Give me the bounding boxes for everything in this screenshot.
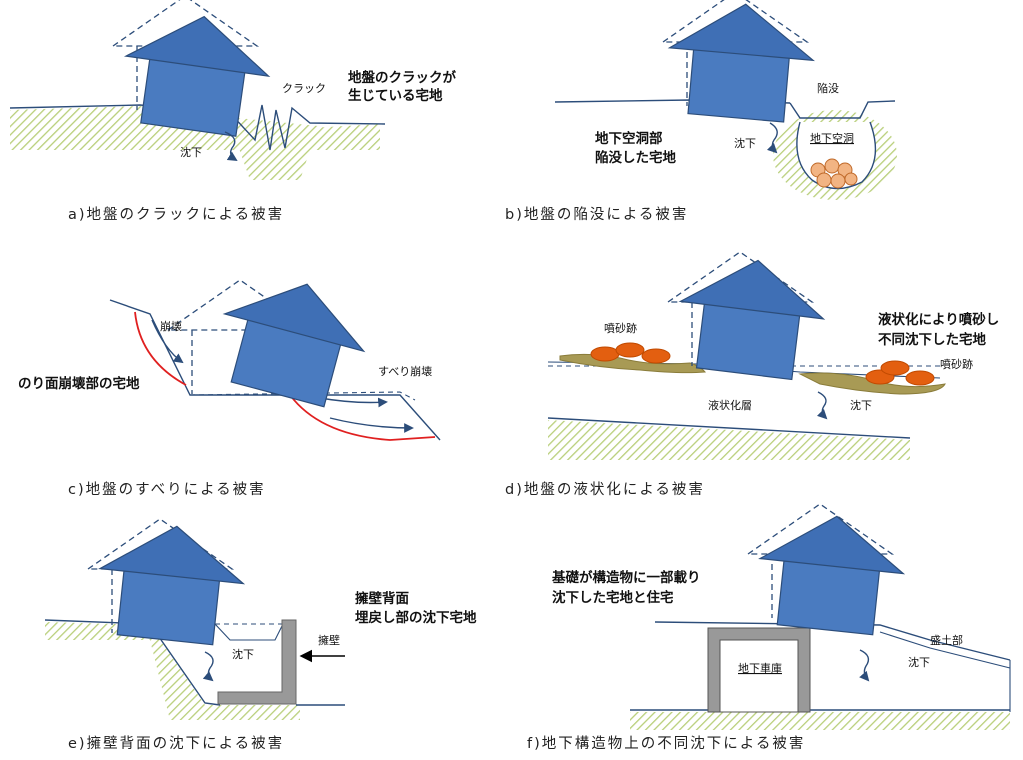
cavity-label: 地下空洞: [810, 131, 854, 145]
slip-label: すべり崩壊: [378, 364, 432, 378]
note-line2: 生じている宅地: [348, 87, 443, 104]
garage-inner: [719, 639, 799, 713]
panel-d: 噴砂跡 噴砂跡 液状化により噴砂し 不同沈下した宅地 液状化層 沈下 d)地盤の…: [505, 251, 999, 498]
crack-pit: [228, 117, 318, 180]
boulders: [810, 158, 858, 189]
ground-hatch: [630, 712, 1010, 730]
panel-b: 沈下 陥没 地下空洞 地下空洞部 陥没した宅地 b)地盤の陥没による被害: [505, 0, 897, 223]
slip-arrow2: [319, 397, 388, 408]
ground-line: [654, 621, 1011, 661]
panel-f: 地下車庫 盛土部 沈下 基礎が構造物に一部載り 沈下した宅地と住宅 f)地下構造…: [527, 503, 1011, 752]
collapse-arrow: [151, 319, 184, 364]
sand-boils-left: [590, 342, 671, 364]
garage-label: 地下車庫: [738, 661, 782, 675]
wall-label: 擁壁: [318, 633, 340, 647]
bedrock-line: [547, 417, 911, 439]
caption-a: a)地盤のクラックによる被害: [68, 206, 284, 223]
caption-c: c)地盤のすべりによる被害: [68, 481, 266, 498]
note: のり面崩壊部の宅地: [18, 375, 140, 392]
crack-label: クラック: [282, 82, 326, 95]
ground-top: [189, 391, 416, 401]
sink-line: [789, 100, 896, 119]
settle-label: 沈下: [908, 655, 930, 669]
settle-arrow: [816, 391, 828, 420]
panel-c: 崩壊 すべり崩壊 のり面崩壊部の宅地 c)地盤のすべりによる被害: [18, 265, 441, 498]
sand-boils-right: [865, 360, 935, 386]
panel-a: 沈下 クラック 地盤のクラックが 生じている宅地 a)地盤のクラックによる被害: [9, 0, 456, 223]
ground-hatch: [45, 622, 300, 720]
retaining-wall: [217, 619, 297, 705]
note-line2: 沈下した宅地と住宅: [552, 589, 674, 606]
settle-label: 沈下: [180, 145, 202, 159]
settle-arrow: [202, 651, 214, 682]
settle-arrow: [859, 649, 870, 682]
note-line2: 埋戻し部の沈下宅地: [355, 609, 477, 626]
caption-e: e)擁壁背面の沈下による被害: [68, 735, 284, 752]
bedrock-hatch: [548, 420, 910, 460]
sand-right: [798, 372, 946, 395]
crack-line: [229, 104, 386, 151]
note-line2: 陥没した宅地: [595, 149, 676, 166]
house: [672, 251, 831, 384]
caption-b: b)地盤の陥没による被害: [505, 206, 688, 223]
settled-line: [214, 623, 284, 641]
sand-right-label: 噴砂跡: [940, 357, 973, 371]
sink-label: 陥没: [817, 81, 839, 95]
sand-left-label: 噴砂跡: [604, 321, 637, 335]
collapse-label: 崩壊: [160, 319, 182, 333]
caption-f: f)地下構造物上の不同沈下による被害: [527, 735, 805, 752]
settle-label: 沈下: [734, 136, 756, 150]
house: [207, 265, 378, 414]
slip-arrow: [329, 417, 414, 433]
caption-d: d)地盤の液状化による被害: [505, 481, 705, 498]
ground-line: [44, 619, 221, 706]
note-line1: 地盤のクラックが: [348, 69, 456, 86]
layer-label: 液状化層: [708, 398, 752, 412]
settle-arrow: [224, 131, 238, 162]
fill-label: 盛土部: [930, 633, 963, 647]
note-line1: 地下空洞部: [595, 130, 663, 147]
slip-curve-upper: [134, 311, 187, 386]
note-line1: 基礎が構造物に一部載り: [552, 569, 701, 586]
settle-arrow: [766, 122, 778, 154]
settle-label: 沈下: [232, 647, 254, 661]
note-line1: 液状化により噴砂し: [878, 311, 999, 328]
note-line2: 不同沈下した宅地: [878, 331, 986, 348]
settle-label: 沈下: [850, 398, 872, 412]
note-line1: 擁壁背面: [355, 590, 409, 607]
house: [752, 508, 910, 638]
slip-curve-lower: [289, 394, 436, 441]
fill-line: [879, 631, 1011, 669]
panel-e: 擁壁 沈下 擁壁背面 埋戻し部の沈下宅地 e)擁壁背面の沈下による被害: [44, 518, 477, 752]
